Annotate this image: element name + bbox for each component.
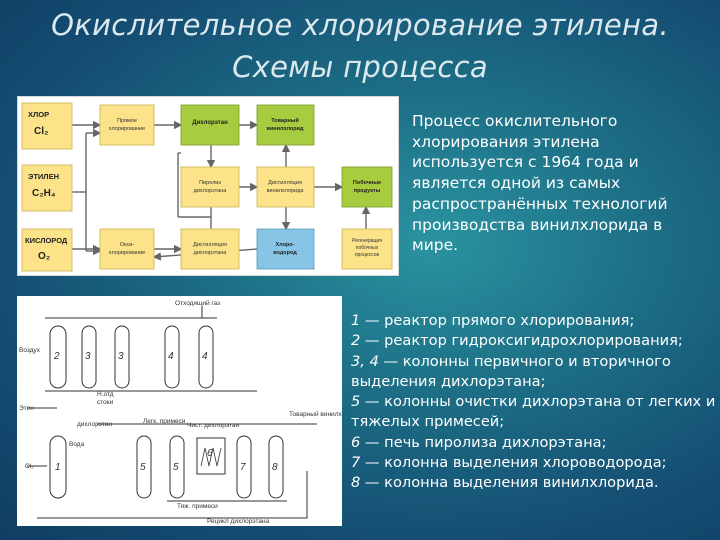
svg-text:продукты: продукты xyxy=(354,188,381,194)
svg-text:5: 5 xyxy=(173,462,179,473)
svg-text:6: 6 xyxy=(207,448,213,459)
legend-item-5: 6 — печь пиролиза дихлорэтана; xyxy=(351,433,607,451)
column-5b xyxy=(169,435,185,499)
column-2 xyxy=(49,325,67,389)
column-3a xyxy=(81,325,97,389)
column-8 xyxy=(268,435,284,499)
legend-item-1: 1 — реактор прямого хлорирования; xyxy=(351,312,635,329)
svg-text:Этен: Этен xyxy=(19,405,34,412)
svg-text:3: 3 xyxy=(118,351,124,362)
svg-text:Регенерация: Регенерация xyxy=(352,238,382,244)
svg-text:Cl₂: Cl₂ xyxy=(25,463,34,470)
svg-text:процессов: процессов xyxy=(355,252,380,258)
svg-text:водород: водород xyxy=(273,250,297,256)
box-dce-distillation: Дистилляция дихлорэтана xyxy=(180,228,240,270)
svg-text:Воздух: Воздух xyxy=(19,347,41,354)
svg-text:хлорирование: хлорирование xyxy=(109,250,145,256)
svg-text:винилхлорид: винилхлорид xyxy=(266,126,304,132)
input-ethylene: ЭТИЛЕН C₂H₄ xyxy=(21,164,73,212)
svg-text:Дистилляция: Дистилляция xyxy=(268,180,302,186)
flowchart-svg: ХЛОР Cl₂ ЭТИЛЕН C₂H₄ КИСЛОРОД O₂ Прямое … xyxy=(21,102,393,272)
svg-text:винилхлорида: винилхлорида xyxy=(267,188,305,194)
svg-text:Товарный винилхлорид: Товарный винилхлорид xyxy=(289,410,342,418)
title-line-2: Схемы процесса xyxy=(232,50,488,84)
box-direct-chlorination: Прямое хлорирование xyxy=(99,104,155,146)
equipment-legend: 1 — реактор прямого хлорирования; 2 — ре… xyxy=(351,311,717,494)
svg-text:C₂H₄: C₂H₄ xyxy=(32,188,56,199)
flowchart-arrows xyxy=(72,120,371,261)
svg-text:Cl₂: Cl₂ xyxy=(34,126,48,137)
svg-text:Пиролиз: Пиролиз xyxy=(199,180,221,186)
input-oxygen: КИСЛОРОД O₂ xyxy=(21,228,73,272)
box-vinyl-distillation: Дистилляция винилхлорида xyxy=(256,166,315,208)
box-vinyl-product: Товарный винилхлорид xyxy=(256,104,315,146)
svg-text:Хлоро-: Хлоро- xyxy=(275,242,294,248)
svg-text:Легк. примеси: Легк. примеси xyxy=(143,418,186,425)
svg-text:Побочные: Побочные xyxy=(353,179,381,186)
column-numbers: 2 3 3 4 4 1 5 5 6 7 8 xyxy=(53,351,278,473)
legend-item-6: 7 — колонна выделения хлороводорода; xyxy=(351,454,667,472)
scheme-lines xyxy=(27,306,317,519)
svg-text:Тяж. примеси: Тяж. примеси xyxy=(177,503,218,510)
technological-scheme: 2 3 3 4 4 1 5 5 6 7 8 Отходящий газ Возд… xyxy=(17,296,360,526)
svg-text:Рецикл дихлорэтана: Рецикл дихлорэтана xyxy=(207,518,270,525)
svg-text:Отходящий газ: Отходящий газ xyxy=(175,299,220,307)
svg-text:7: 7 xyxy=(240,462,246,473)
process-flowchart: ХЛОР Cl₂ ЭТИЛЕН C₂H₄ КИСЛОРОД O₂ Прямое … xyxy=(17,96,399,276)
legend-item-7: 8 — колонна выделения винилхлорида. xyxy=(351,474,659,492)
svg-text:дихлорэтан: дихлорэтан xyxy=(77,421,112,428)
svg-text:ХЛОР: ХЛОР xyxy=(28,110,49,119)
furnace-6 xyxy=(196,437,226,475)
svg-text:Окси-: Окси- xyxy=(120,242,135,248)
svg-text:стоки: стоки xyxy=(97,399,114,406)
svg-text:дихлорэтана: дихлорэтана xyxy=(194,188,228,194)
svg-text:побочных: побочных xyxy=(356,245,379,251)
svg-text:Вода: Вода xyxy=(69,441,85,448)
legend-item-4: 5 — колонны очистки дихлорэтана от легки… xyxy=(351,393,716,431)
svg-text:Прямое: Прямое xyxy=(117,118,137,124)
box-byproducts: Побочные продукты xyxy=(341,166,393,208)
svg-text:2: 2 xyxy=(53,351,60,362)
title-line-1: Окислительное хлорирование этилена. xyxy=(51,8,669,42)
svg-text:4: 4 xyxy=(202,351,208,362)
svg-text:дихлорэтана: дихлорэтана xyxy=(194,250,228,256)
svg-text:5: 5 xyxy=(140,462,146,473)
box-dichloroethane: Дихлорэтан xyxy=(180,104,240,146)
legend-item-3: 3, 4 — колонны первичного и вторичного в… xyxy=(351,352,671,390)
box-oxychlorination: Окси- хлорирование xyxy=(99,228,155,270)
svg-text:Дихлорэтан: Дихлорэтан xyxy=(192,120,228,126)
svg-text:Н.отд: Н.отд xyxy=(97,391,114,398)
process-description: Процесс окислительного хлорирования этил… xyxy=(412,112,668,255)
svg-text:4: 4 xyxy=(168,351,174,362)
column-5a xyxy=(136,435,152,499)
svg-text:O₂: O₂ xyxy=(38,251,50,262)
reactor-1 xyxy=(49,435,67,499)
box-pyrolysis: Пиролиз дихлорэтана xyxy=(180,166,240,208)
column-7 xyxy=(236,435,252,499)
box-hydrogen-chloride: Хлоро- водород xyxy=(256,228,315,270)
column-4b xyxy=(198,325,214,389)
svg-text:3: 3 xyxy=(85,351,91,362)
svg-text:8: 8 xyxy=(272,462,278,473)
svg-text:хлорирование: хлорирование xyxy=(109,126,145,132)
box-regeneration: Регенерация побочных процессов xyxy=(341,228,393,270)
svg-text:Чист. дихлорэтан: Чист. дихлорэтан xyxy=(187,422,240,429)
svg-text:Товарный: Товарный xyxy=(271,117,299,124)
stream-labels: Отходящий газ Воздух Н.отд стоки Этен ди… xyxy=(19,299,360,525)
svg-text:ЭТИЛЕН: ЭТИЛЕН xyxy=(28,172,59,181)
svg-text:Дистилляция: Дистилляция xyxy=(193,242,227,248)
svg-text:КИСЛОРОД: КИСЛОРОД xyxy=(25,236,68,245)
column-4a xyxy=(164,325,180,389)
scheme-svg: 2 3 3 4 4 1 5 5 6 7 8 Отходящий газ Возд… xyxy=(19,299,360,525)
column-3b xyxy=(114,325,130,389)
input-chlorine: ХЛОР Cl₂ xyxy=(21,102,73,150)
svg-text:1: 1 xyxy=(55,462,61,473)
page-title: Окислительное хлорирование этилена. Схем… xyxy=(0,4,720,88)
legend-item-2: 2 — реактор гидроксигидрохлорирования; xyxy=(351,332,683,350)
